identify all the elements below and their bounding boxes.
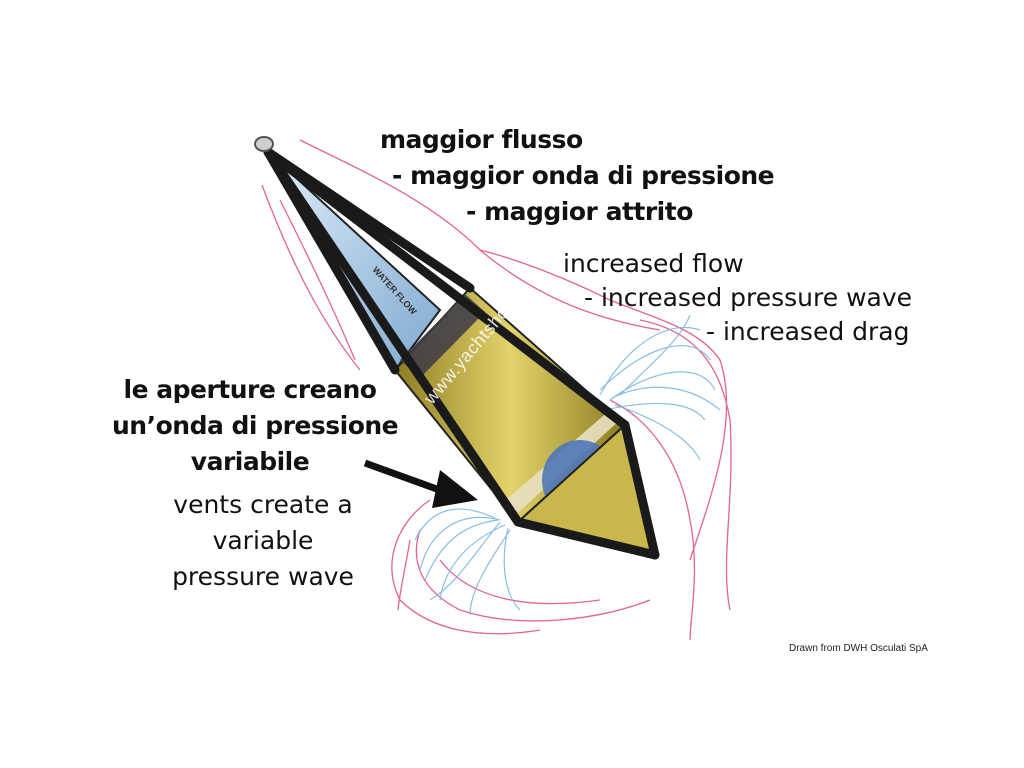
en-flow-line-1: increased flow: [563, 249, 744, 278]
water-swirl-left: [414, 508, 521, 616]
vent-pointer-arrow: [363, 459, 478, 508]
it-flow-line-3: - maggior attrito: [466, 197, 693, 226]
it-flow-line-2: - maggior onda di pressione: [392, 161, 775, 190]
en-flow-line-3: - increased drag: [706, 317, 910, 346]
it-vents-line-3: variabile: [190, 447, 310, 476]
it-vents-line-2: un’onda di pressione: [112, 411, 399, 440]
it-flow-line-1: maggior flusso: [380, 125, 583, 154]
credit-text: Drawn from DWH Osculati SpA: [789, 643, 928, 654]
it-vents-line-1: le aperture creano: [123, 375, 377, 404]
flow-streamlines: [261, 139, 732, 641]
en-flow-line-2: - increased pressure wave: [584, 283, 913, 312]
en-vents-line-3: pressure wave: [172, 562, 354, 591]
water-swirl-right: [599, 314, 721, 461]
en-vents-line-1: vents create a: [173, 490, 353, 519]
drogue-cone: [254, 136, 660, 560]
en-vents-line-2: variable: [212, 526, 314, 555]
